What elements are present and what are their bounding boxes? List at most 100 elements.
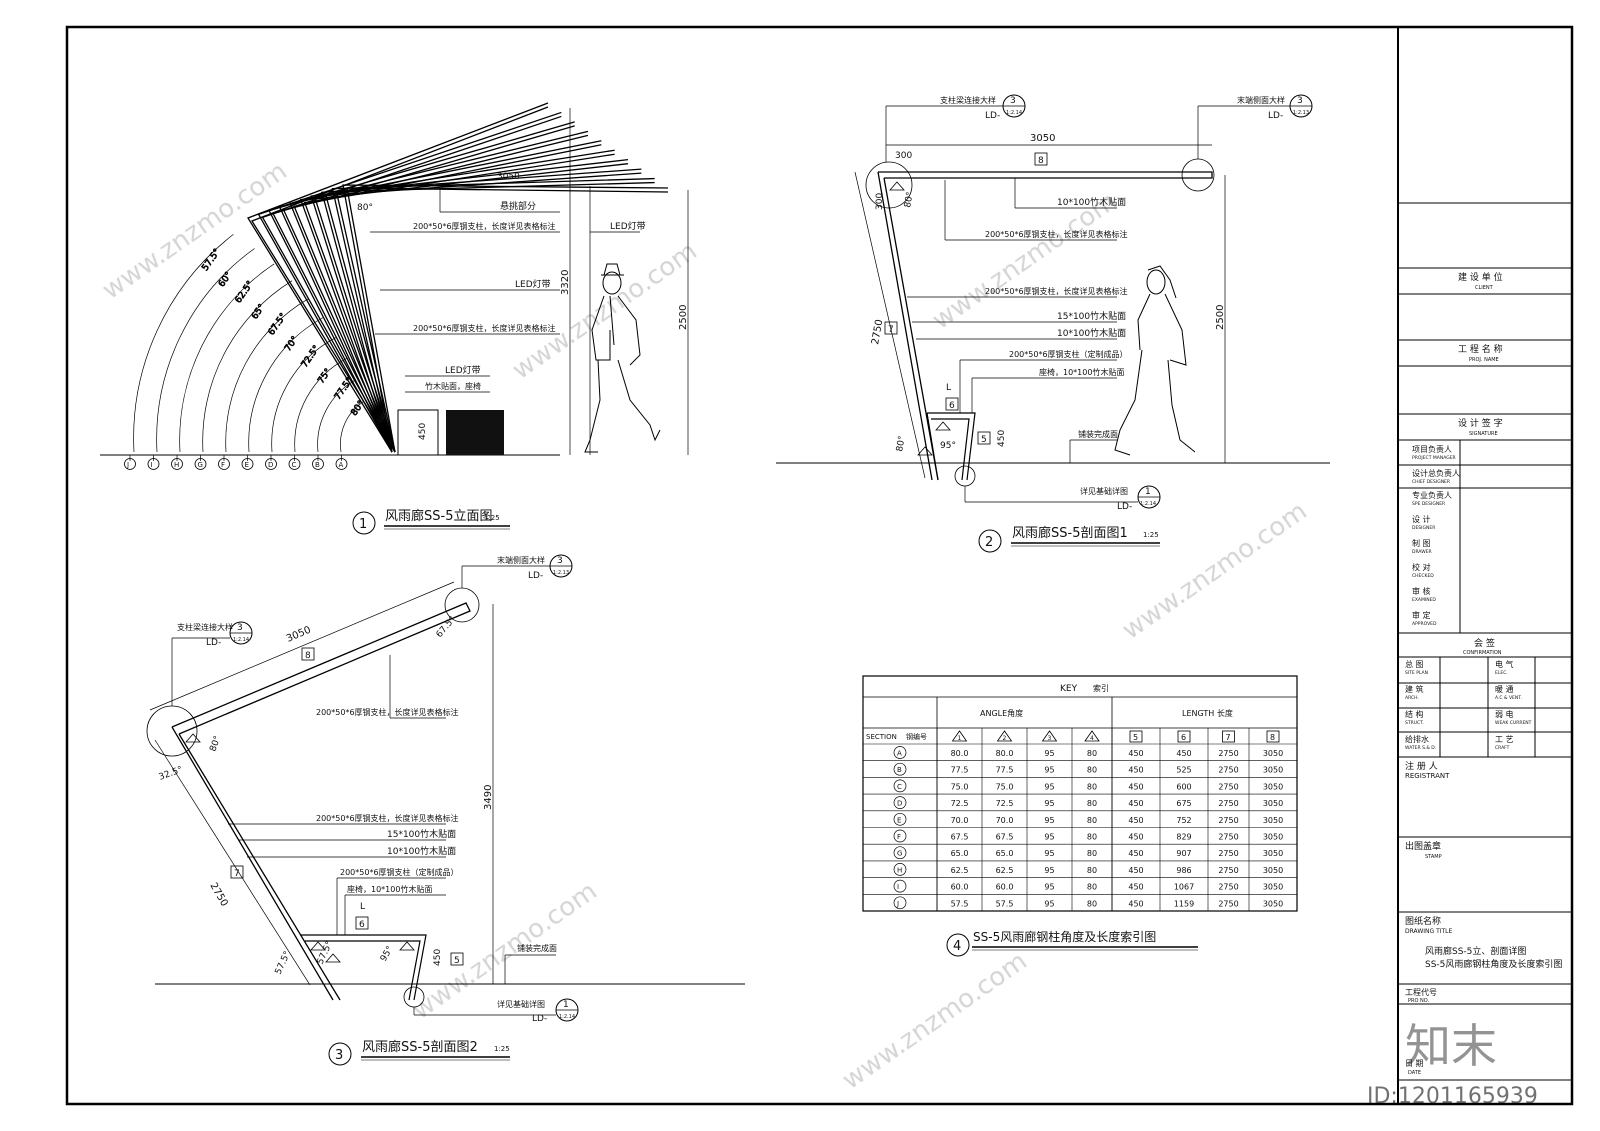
steel-column-edge bbox=[346, 187, 669, 453]
tag-2-h: 5 bbox=[981, 435, 987, 445]
angle-arc bbox=[202, 280, 293, 453]
table-angle-header: ANGLE角度 bbox=[980, 708, 1023, 718]
table-cell: 450 bbox=[1128, 883, 1143, 892]
table-cell: 80 bbox=[1087, 866, 1097, 875]
tb-registrant-cn: 注 册 人 bbox=[1405, 760, 1438, 772]
callout-num-2-left: 3 bbox=[1010, 96, 1016, 106]
role-en: DESIGNER bbox=[1412, 525, 1435, 531]
table-cell: 525 bbox=[1176, 766, 1191, 775]
label-bamboo-seat: 竹木贴面，座椅 bbox=[425, 381, 481, 391]
role-cn: 制 图 bbox=[1412, 538, 1431, 548]
label-2-column1: 200*50*6厚钢支柱，长度详见表格标注 bbox=[985, 229, 1128, 239]
tb-dtitle-line1: 风雨廊SS-5立、剖面详图 bbox=[1425, 945, 1526, 957]
table-length-header: LENGTH 长度 bbox=[1182, 708, 1233, 718]
table-cell: 450 bbox=[1128, 799, 1143, 808]
dim-3-seat-h: 450 bbox=[433, 949, 443, 966]
callout-sheet-3-right: 1:2.13 bbox=[553, 570, 569, 576]
arc-angle-label: 75° bbox=[316, 367, 333, 386]
label-2-bamboo2: 15*100竹木贴面 bbox=[1057, 310, 1126, 322]
person-figure-2 bbox=[1114, 265, 1196, 456]
drawing-number-circle-3 bbox=[328, 1042, 352, 1066]
drawing-number-3: 3 bbox=[335, 1048, 343, 1063]
table-cell: 3050 bbox=[1263, 799, 1283, 808]
drawing-1-elevation: 57.5°60°62.5°65°67.5°70°72.5°75°77.5°80°… bbox=[100, 102, 689, 535]
angle-arc bbox=[156, 248, 255, 453]
table-cell: 450 bbox=[1128, 849, 1143, 858]
callout-num-3-left: 3 bbox=[237, 623, 243, 633]
grid-letter: C bbox=[292, 461, 297, 469]
triangle-icon bbox=[1084, 730, 1100, 742]
watermark-site-4: www.znzmo.com bbox=[1117, 496, 1313, 646]
dim-2-vertical: 300 bbox=[875, 193, 885, 210]
grid-letter: D bbox=[268, 461, 273, 469]
callout-sheet-2-bottom: 1:2.14 bbox=[1140, 501, 1156, 507]
tb-dtitle-cn: 图纸名称 bbox=[1405, 915, 1441, 927]
conf-cn: 结 构 bbox=[1405, 709, 1424, 719]
label-2-column-custom: 200*50*6厚钢支柱（定制成品） bbox=[1009, 349, 1128, 359]
drawing-scale-3: 1:25 bbox=[494, 1045, 510, 1053]
callout-sheet-2-right: 1:2.13 bbox=[1293, 110, 1309, 116]
table-cell: 95 bbox=[1044, 833, 1054, 842]
table-cell: 1067 bbox=[1174, 883, 1194, 892]
section-id: B bbox=[897, 766, 902, 774]
length-col-tag: 6 bbox=[1181, 733, 1186, 742]
dim-2-person: 2500 bbox=[1215, 305, 1226, 330]
table-cell: 95 bbox=[1044, 749, 1054, 758]
tag-2-seat: 6 bbox=[949, 401, 955, 411]
drawing-scale-2: 1:25 bbox=[1143, 531, 1159, 539]
callout-code-2-bottom: LD- bbox=[1117, 502, 1132, 512]
steel-column-edge bbox=[282, 134, 589, 453]
section-bubble bbox=[893, 812, 907, 826]
steel-column bbox=[289, 140, 602, 453]
section-id: G bbox=[897, 850, 902, 858]
arc-angle-label: 72.5° bbox=[300, 344, 322, 370]
conf-cn: 给排水 bbox=[1405, 734, 1429, 744]
table-cell: 600 bbox=[1176, 782, 1191, 791]
conf-en: CRAFT bbox=[1495, 745, 1510, 751]
triangle-icon bbox=[996, 730, 1013, 742]
seat-hatch bbox=[446, 410, 504, 455]
label-3-bamboo2: 15*100竹木贴面 bbox=[387, 828, 456, 840]
table-cell: 72.5 bbox=[951, 799, 969, 808]
table-cell: 80 bbox=[1087, 849, 1097, 858]
tag-3-col-box bbox=[230, 865, 244, 879]
tag-2-h-box bbox=[977, 431, 991, 445]
column-3 bbox=[171, 726, 341, 1001]
grid-letter: J bbox=[126, 461, 129, 469]
triangle-icon-2b bbox=[935, 421, 951, 431]
tb-proj-cn: 工 程 名 称 bbox=[1458, 343, 1503, 355]
table-cell: 62.5 bbox=[951, 866, 969, 875]
label-led-mid: LED灯带 bbox=[515, 279, 551, 290]
leaders-2 bbox=[907, 178, 1117, 463]
steel-column bbox=[299, 149, 615, 453]
grid-bubble bbox=[147, 458, 160, 470]
angle-arc bbox=[133, 234, 234, 453]
label-3-column1: 200*50*6厚钢支柱，长度详见表格标注 bbox=[316, 707, 459, 717]
tb-projno-en: PRO NO. bbox=[1408, 998, 1429, 1004]
label-2-seat: 座椅，10*100竹木贴面 bbox=[1039, 367, 1124, 377]
grid-letter: H bbox=[174, 461, 179, 469]
angle-arc bbox=[271, 337, 337, 453]
label-2-paving: 铺装完成面 bbox=[1078, 429, 1118, 439]
label-3-column2: 200*50*6厚钢支柱，长度详见表格标注 bbox=[316, 813, 459, 823]
length-col-box bbox=[1177, 730, 1191, 743]
table-cell: 3050 bbox=[1263, 883, 1283, 892]
conf-cn: 暖 通 bbox=[1495, 684, 1514, 694]
conf-cn: 建 筑 bbox=[1405, 684, 1424, 694]
drawing-title-2: 风雨廊SS-5剖面图1 bbox=[1012, 525, 1128, 541]
conf-en: ARCH. bbox=[1405, 695, 1419, 701]
role-cn: 校 对 bbox=[1412, 562, 1431, 572]
table-cell: 2750 bbox=[1218, 883, 1238, 892]
callout-code-2-left: LD- bbox=[985, 111, 1000, 121]
callout-code-3-right: LD- bbox=[528, 571, 543, 581]
section-bubble bbox=[893, 896, 907, 910]
steel-column bbox=[331, 177, 655, 453]
length-col-box bbox=[1222, 730, 1235, 743]
tag-2-seat-box bbox=[945, 397, 959, 411]
steel-column bbox=[342, 184, 669, 453]
table-cell: 65.0 bbox=[996, 849, 1014, 858]
role-en: CHIEF DESIGNER bbox=[1412, 479, 1450, 485]
role-cn: 项目负责人 bbox=[1412, 444, 1452, 454]
dim-3-column: 2750 bbox=[207, 881, 229, 909]
table-key-label: KEY bbox=[1060, 684, 1078, 694]
